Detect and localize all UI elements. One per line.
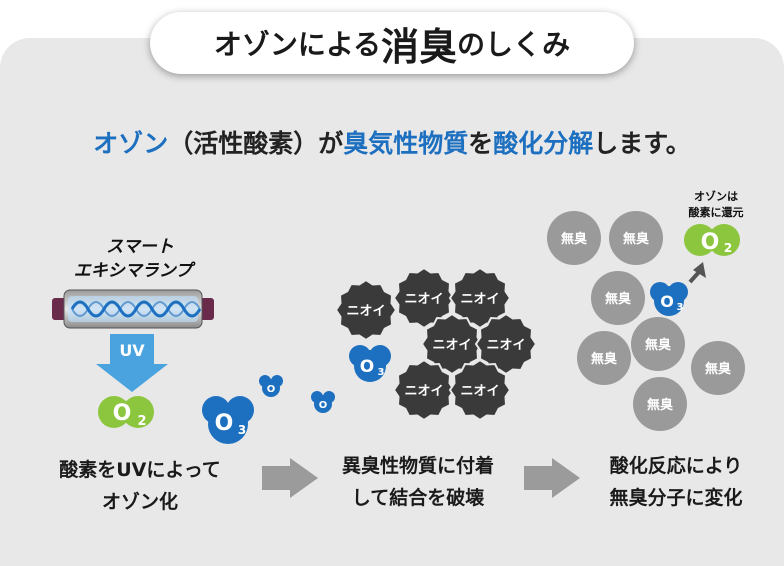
odorless-molecule: 無臭	[633, 377, 687, 431]
reduce-note-line2: 酸素に還元	[689, 205, 744, 219]
uv-arrow-icon	[96, 334, 168, 392]
step-2-caption: 異臭性物質に付着 して結合を破壊	[318, 450, 518, 514]
o2-right-subscript: 2	[724, 241, 732, 255]
odor-label: ニオイ	[460, 384, 499, 399]
odor-label: ニオイ	[404, 292, 443, 307]
subtitle-odor-substance: 臭気性物質	[343, 129, 469, 158]
subtitle-active-oxygen: （活性酸素）が	[168, 129, 344, 158]
o3-small-label: O	[267, 384, 276, 395]
o2-molecule-icon	[98, 396, 154, 428]
o3-small-label: O	[319, 400, 328, 411]
odorless-molecule: 無臭	[691, 341, 745, 395]
process-arrow-icon	[524, 458, 580, 498]
odor-label: ニオイ	[404, 384, 443, 399]
lamp-label-line2: エキシマランプ	[74, 261, 196, 281]
uv-label: UV	[119, 341, 145, 360]
step-3-caption: 酸化反応により 無臭分子に変化	[576, 450, 776, 514]
subtitle-oxidation: 酸化分解	[493, 129, 594, 158]
subtitle-end: します。	[593, 129, 691, 158]
step-3-line1: 酸化反応により	[609, 455, 743, 477]
odorless-label: 無臭	[591, 351, 617, 367]
o2-subscript: 2	[137, 414, 146, 429]
odorless-label: 無臭	[623, 231, 649, 247]
title-banner: オゾンによる 消臭 のしくみ	[150, 12, 634, 74]
o3-molecule-small-icon	[259, 375, 283, 397]
o3-large-label: O	[215, 411, 234, 436]
o3-large-subscript: 3	[238, 423, 246, 437]
odor-label: ニオイ	[486, 338, 525, 353]
odor-molecule: ニオイ	[474, 312, 538, 376]
subtitle-particle: を	[468, 129, 494, 158]
o3-attached-label: O	[360, 357, 374, 377]
odorless-label: 無臭	[561, 231, 587, 247]
process-arrow-icon	[262, 458, 318, 498]
step-1-line1: 酸素をUVによって	[59, 459, 221, 481]
reduce-note-line1: オゾンは	[694, 189, 738, 203]
title-prefix: オゾンによる	[213, 28, 382, 61]
title-main: 消臭	[381, 24, 458, 69]
o3-molecule-large-icon	[202, 396, 254, 444]
odorless-label: 無臭	[645, 337, 671, 353]
o3-right-label: O	[660, 292, 674, 311]
odor-molecule: ニオイ	[448, 358, 512, 422]
odorless-molecule: 無臭	[577, 331, 631, 385]
odorless-molecule-cluster: 無臭無臭無臭無臭無臭無臭無臭	[547, 211, 745, 431]
lamp-label-line1: スマート	[106, 237, 174, 257]
o3-right-subscript: 3	[677, 302, 684, 313]
odorless-label: 無臭	[605, 291, 631, 307]
reduce-arrow-icon	[688, 262, 706, 284]
excimer-lamp-icon	[52, 289, 214, 329]
odor-molecule: ニオイ	[334, 278, 398, 342]
odorless-label: 無臭	[647, 397, 673, 413]
o3-attached-subscript: 3	[378, 367, 385, 378]
odor-molecule-cluster: ニオイニオイニオイニオイニオイニオイニオイ	[334, 266, 538, 422]
subtitle-ozone: オゾン	[93, 129, 169, 158]
o3-molecule-small-icon	[311, 391, 335, 413]
o2-molecule-right-icon	[684, 224, 740, 256]
step-1-line2: オゾン化	[101, 491, 178, 513]
odor-molecule: ニオイ	[392, 358, 456, 422]
odorless-molecule: 無臭	[609, 211, 663, 265]
o2-right-label: O	[701, 230, 720, 255]
odor-label: ニオイ	[346, 304, 385, 319]
odorless-label: 無臭	[705, 361, 731, 377]
title-suffix: のしくみ	[457, 28, 571, 61]
subtitle: オゾン（活性酸素）が臭気性物質を酸化分解します。	[0, 124, 784, 160]
o3-molecule-attached-icon	[349, 345, 391, 382]
o3-molecule-right-icon	[650, 282, 688, 316]
step-2-line2: して結合を破壊	[351, 487, 485, 509]
odorless-molecule: 無臭	[631, 317, 685, 371]
odor-label: ニオイ	[432, 338, 471, 353]
odor-molecule: ニオイ	[392, 266, 456, 330]
odorless-molecule: 無臭	[591, 271, 645, 325]
step-1-caption: 酸素をUVによって オゾン化	[40, 454, 240, 518]
step-3-line2: 無臭分子に変化	[609, 487, 743, 509]
o2-label: O	[113, 401, 132, 426]
odor-label: ニオイ	[460, 292, 499, 307]
odorless-molecule: 無臭	[547, 211, 601, 265]
step-2-line1: 異臭性物質に付着	[341, 455, 494, 477]
odor-molecule: ニオイ	[420, 312, 484, 376]
